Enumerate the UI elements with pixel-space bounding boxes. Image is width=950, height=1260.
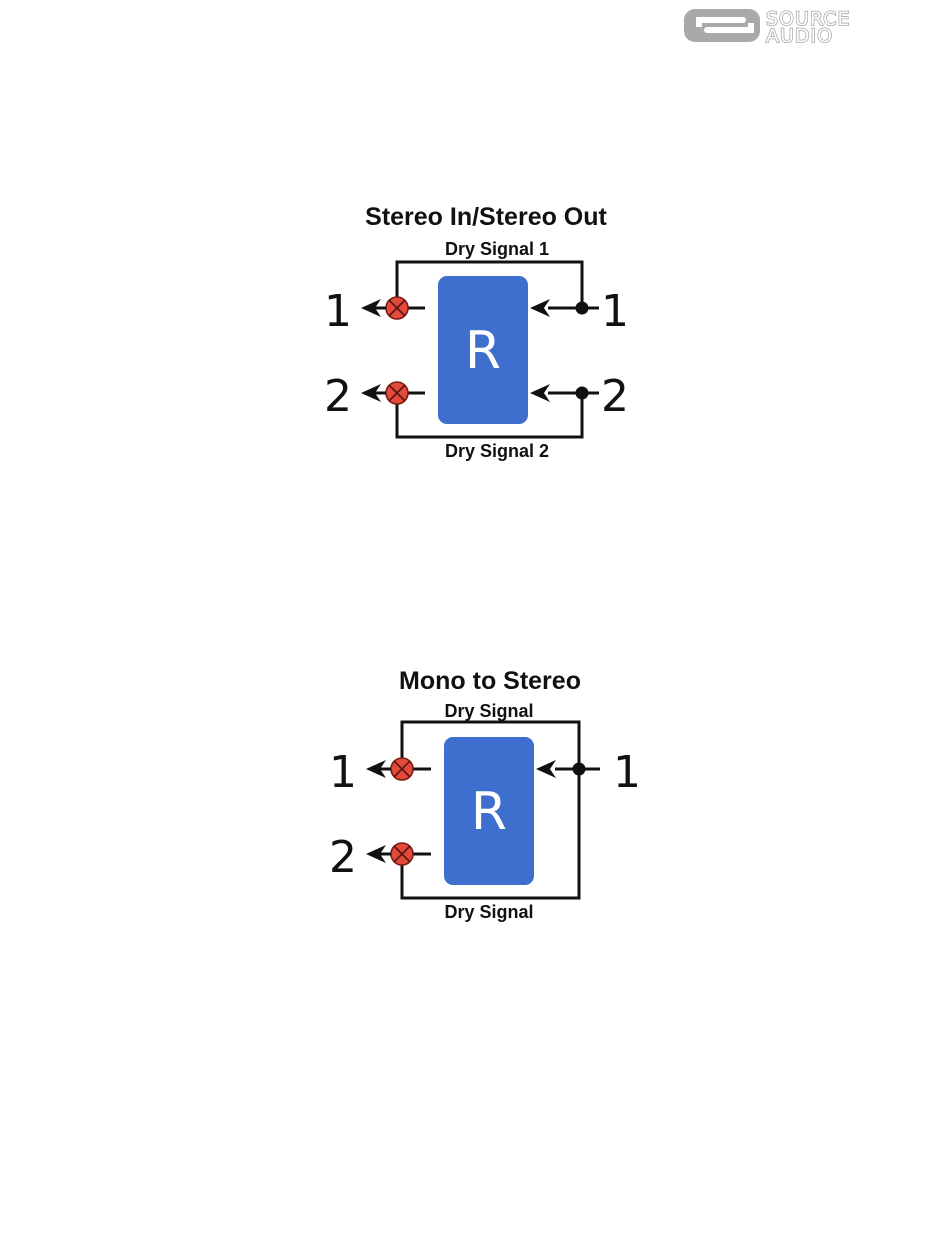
source-audio-logo: SOURCE AUDIO xyxy=(684,8,850,47)
dry-signal-top-label: Dry Signal xyxy=(444,701,533,721)
input-number-1: 1 xyxy=(601,286,629,337)
logo-text-audio: AUDIO xyxy=(766,25,833,47)
input-arrow-2 xyxy=(530,384,550,402)
split-node-1 xyxy=(576,302,589,315)
diagram-title: Stereo In/Stereo Out xyxy=(365,203,607,231)
diagram-mono-to-stereo: Mono to Stereo Dry Signal Dry Signal R 1 xyxy=(329,667,641,922)
output-number-1: 1 xyxy=(329,747,357,798)
logo-s-icon xyxy=(684,9,760,42)
input-number-1: 1 xyxy=(613,747,641,798)
mixer-icon-1 xyxy=(386,297,408,319)
dry-signal-bottom-label: Dry Signal 2 xyxy=(445,441,549,461)
mixer-icon-1 xyxy=(391,758,413,780)
effect-block-label: R xyxy=(471,782,507,842)
split-node-2 xyxy=(576,387,589,400)
output-number-1: 1 xyxy=(324,286,352,337)
mixer-icon-2 xyxy=(386,382,408,404)
input-number-2: 2 xyxy=(601,371,629,422)
output-number-2: 2 xyxy=(329,832,357,883)
mixer-icon-2 xyxy=(391,843,413,865)
dry-signal-bottom-label: Dry Signal xyxy=(444,902,533,922)
diagram-stereo-in-stereo-out: Stereo In/Stereo Out Dry Signal 1 Dry Si… xyxy=(324,203,629,461)
effect-block-label: R xyxy=(465,321,501,381)
diagram-title: Mono to Stereo xyxy=(399,667,581,695)
split-node-1 xyxy=(573,763,586,776)
input-arrow-1 xyxy=(536,760,556,778)
input-arrow-1 xyxy=(530,299,550,317)
output-number-2: 2 xyxy=(324,371,352,422)
dry-signal-top-label: Dry Signal 1 xyxy=(445,239,549,259)
